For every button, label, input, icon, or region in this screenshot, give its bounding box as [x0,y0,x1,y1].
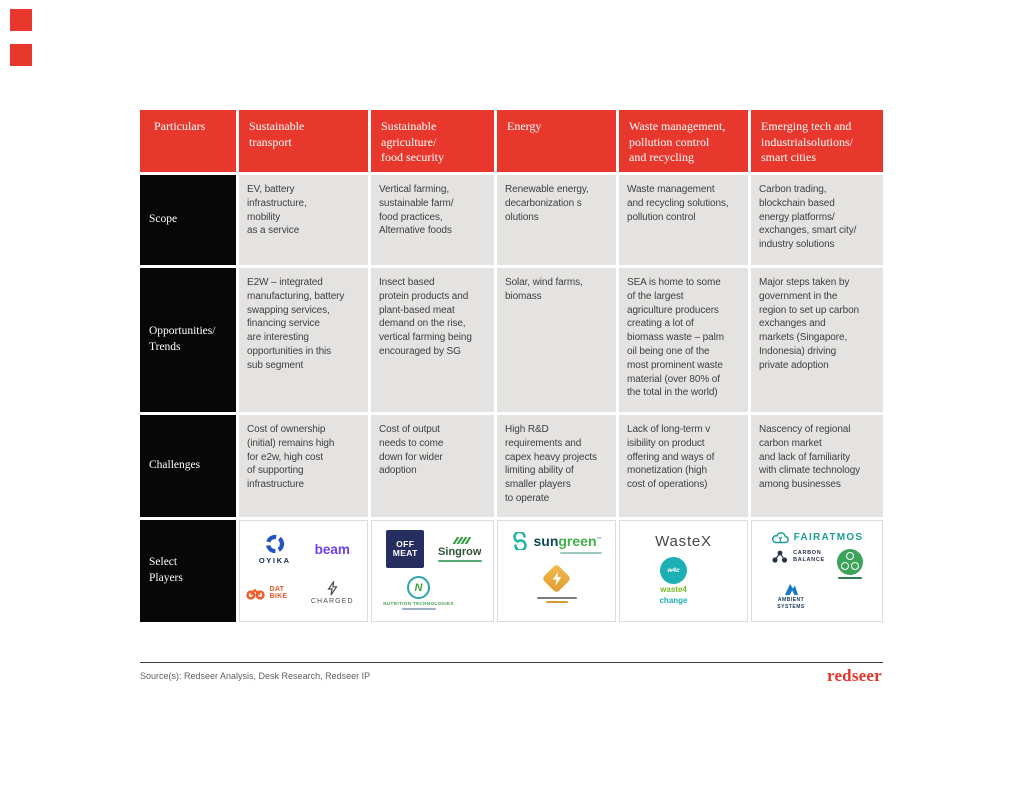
beam-wordmark: beam [314,541,350,557]
players-cell-transport: OYIKA beam DAT BIKE CHARGED [239,520,368,622]
charged-wordmark: CHARGED [310,598,354,605]
players-cell-agriculture: OFF MEAT Singrow N NUTRITION TECHNOLOGIE… [371,520,494,622]
cell-challenges-energy: High R&D requirements and capex heavy pr… [497,415,616,517]
ambient-systems-wordmark: AMBIENT SYSTEMS [777,597,805,610]
cell-opportunities-energy: Solar, wind farms, biomass [497,268,616,412]
row-label-scope: Scope [140,175,236,265]
beam-logo: beam [315,542,350,557]
redseer-template-square-top [10,9,32,31]
offmeat-logo: OFF MEAT [386,530,425,568]
wastex-wordmark: WasteX [655,533,712,550]
solar-name-bar [536,596,577,599]
nutrition-technologies-tagline-bar [401,608,436,610]
sungreen-tagline-bar [559,552,602,554]
row-label-challenges: Challenges [140,415,236,517]
fairatmos-cloud-tree-icon [771,532,789,544]
players-cell-energy: sungreen™ [497,520,616,622]
cell-opportunities-transport: E2W – integrated manufacturing, battery … [239,268,368,412]
datbike-bike-icon [246,588,265,600]
row-label-opportunities-trends: Opportunities/ Trends [140,268,236,412]
redseer-template-square-bottom [10,44,32,66]
charged-bolt-icon [327,581,338,596]
green-circles-icon [836,549,863,575]
cell-scope-transport: EV, battery infrastructure, mobility as … [239,175,368,265]
solar-diamond-logo [536,563,577,604]
waste4change-wordmark-line1: waste4 [660,585,687,594]
nutrition-technologies-icon: N [407,576,430,600]
redseer-logo: redseer [827,666,882,685]
cell-opportunities-waste: SEA is home to some of the largest agric… [619,268,748,412]
carbon-balance-wordmark: CARBON BALANCE [793,549,825,563]
ambient-systems-peak-icon [784,584,798,596]
sector-comparison-table: Particulars Sustainable transport Sustai… [140,110,883,622]
fairatmos-logo: FAIRATMOS [771,530,864,545]
cell-opportunities-emerging: Major steps taken by government in the r… [751,268,883,412]
cell-scope-agriculture: Vertical farming, sustainable farm/ food… [371,175,494,265]
singrow-logo: Singrow [437,536,482,562]
col-header-waste-management: Waste management, pollution control and … [619,110,748,172]
green-circles-name-bar [837,577,862,580]
singrow-wordmark: Singrow [438,545,482,558]
waste4change-logo: w4c waste4 change [659,557,688,606]
oyika-ring-icon [265,534,284,553]
sungreen-wordmark: sungreen™ [533,533,602,549]
fairatmos-wordmark: FAIRATMOS [793,532,864,543]
carbon-balance-logo: CARBON BALANCE [771,549,825,564]
col-header-energy: Energy [497,110,616,172]
cell-opportunities-agriculture: Insect based protein products and plant-… [371,268,494,412]
oyika-logo: OYIKA [259,534,291,565]
footer-divider [140,662,883,663]
cell-scope-waste: Waste management and recycling solutions… [619,175,748,265]
ambient-systems-logo: AMBIENT SYSTEMS [777,583,804,610]
singrow-tagline-bar [437,559,482,562]
source-note: Source(s): Redseer Analysis, Desk Resear… [140,671,371,681]
col-header-particulars: Particulars [140,110,236,172]
waste4change-icon: w4c [659,557,687,584]
solar-diamond-icon [541,563,573,595]
cell-scope-emerging: Carbon trading, blockchain based energy … [751,175,883,265]
nutrition-technologies-wordmark: NUTRITION TECHNOLOGIES [383,601,454,607]
players-cell-emerging: FAIRATMOS CARBON BALANCE [751,520,883,622]
solar-bolt-icon [552,571,561,586]
green-circles-logo [836,549,863,580]
cell-challenges-transport: Cost of ownership (initial) remains high… [239,415,368,517]
cell-scope-energy: Renewable energy, decarbonization s olut… [497,175,616,265]
players-cell-waste: WasteX w4c waste4 change [619,520,748,622]
cell-challenges-waste: Lack of long-term v isibility on product… [619,415,748,517]
col-header-sustainable-agriculture: Sustainable agriculture/ food security [371,110,494,172]
cell-challenges-emerging: Nascency of regional carbon market and l… [751,415,883,517]
datbike-logo: DAT BIKE [246,586,304,600]
oyika-wordmark: OYIKA [258,555,291,565]
waste4change-wordmark-line2: change [659,595,688,605]
carbon-balance-molecule-icon [772,550,788,563]
col-header-emerging-tech: Emerging tech and industrialsolutions/ s… [751,110,883,172]
cell-challenges-agriculture: Cost of output needs to come down for wi… [371,415,494,517]
sungreen-s-icon [513,532,528,550]
sungreen-logo: sungreen™ [511,532,602,554]
charged-logo: CHARGED [311,581,354,605]
solar-subname-bar [545,600,568,604]
singrow-stripes-icon [452,536,471,544]
nutrition-technologies-logo: N NUTRITION TECHNOLOGIES [383,576,454,610]
col-header-sustainable-transport: Sustainable transport [239,110,368,172]
row-label-select-players: Select Players [140,520,236,622]
datbike-wordmark: DAT BIKE [269,586,288,600]
